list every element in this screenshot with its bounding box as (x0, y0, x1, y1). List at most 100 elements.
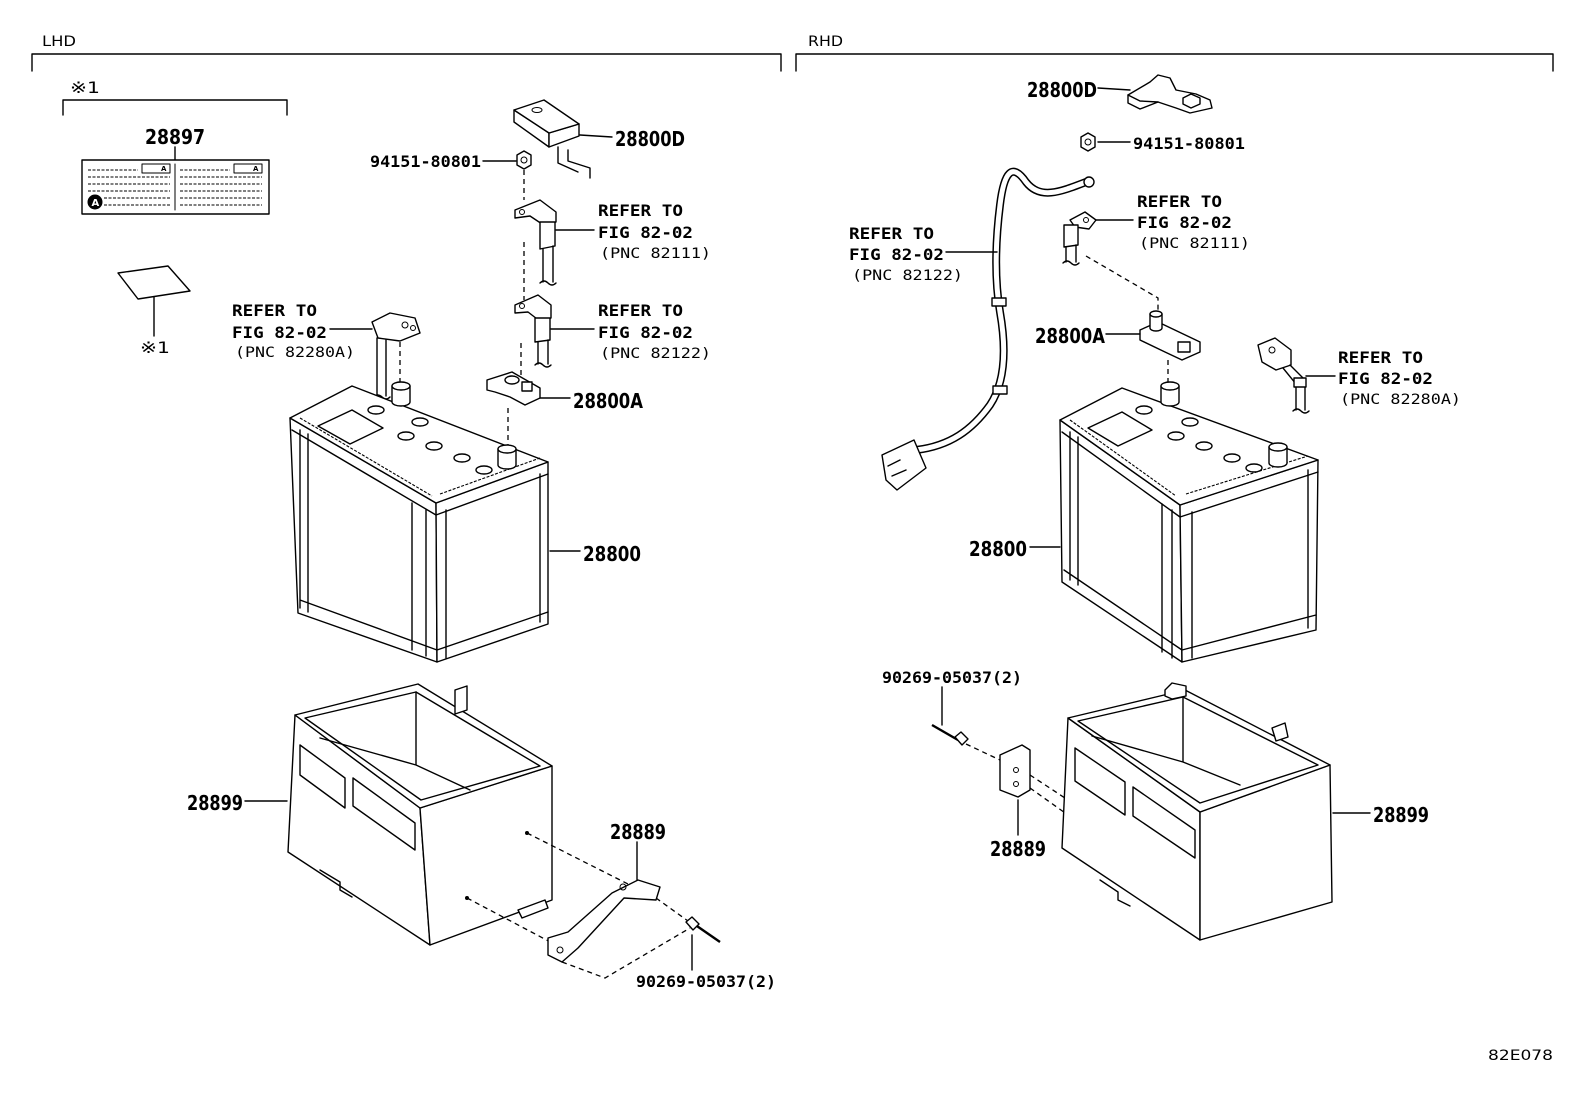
cable-82280a-plug-hole-1 (401, 321, 409, 329)
ref-82280a-line2: FIG 82-02 (232, 323, 327, 342)
cable-82280a-wire (373, 337, 391, 400)
rhd-bracket (795, 53, 1554, 72)
cable-connector (881, 439, 927, 491)
cable-82280a-grommet (1293, 377, 1307, 388)
cable-ring-terminal (1083, 176, 1095, 188)
clamp-hole-2 (1013, 781, 1019, 787)
lhd-bracket (31, 53, 782, 72)
terminal-cover-28800d-lhd: 28800D (513, 99, 685, 179)
tray-hook (517, 899, 549, 919)
ref-82280a-line3: (PNC 82280A) (1340, 392, 1461, 408)
figure-code: 82E078 (1488, 1048, 1553, 1064)
terminal-cover-hole (531, 107, 543, 113)
hold-down-clamp-28889-rhd: 28889 (965, 743, 1069, 861)
battery-cell-cap-2 (1181, 417, 1199, 427)
nut-94151-80801-rhd: 94151-80801 (1080, 132, 1245, 153)
small-label-sticker (117, 265, 191, 300)
caution-label-part-number: 28897 (145, 125, 205, 149)
cable-82280a-wire (1282, 364, 1310, 414)
cable-connector-ribs (887, 459, 907, 477)
cable-82280a-plug-hole-2 (410, 325, 416, 331)
small-label-marker: ※1 (140, 338, 170, 357)
tray-window-2 (1132, 786, 1196, 859)
cable-82122-lhd: REFER TO FIG 82-02 (PNC 82122) (514, 294, 711, 368)
cable-82111-rhd: REFER TO FIG 82-02 (PNC 82111) (1062, 192, 1250, 316)
battery-tray-28899-rhd: 28899 (1061, 682, 1429, 941)
nut-bore (1084, 138, 1092, 146)
terminal-clamp-bolt (1177, 341, 1191, 353)
terminal-clamp-stud-top (1149, 310, 1163, 318)
battery-cell-cap-5 (1223, 453, 1241, 463)
terminal-cover-part-number: 28800D (615, 127, 685, 151)
clamp-body (547, 879, 661, 963)
battery-post-2 (1268, 446, 1288, 468)
cable-82280a-plug-hole (1268, 346, 1276, 354)
battery-28800-rhd: 28800 (969, 381, 1319, 663)
ref-82122-line1: REFER TO (598, 301, 683, 320)
ref-82111-line2: FIG 82-02 (1137, 213, 1232, 232)
terminal-clamp-28800a-lhd: 28800A (486, 371, 643, 413)
tray-part-number: 28899 (187, 791, 243, 815)
caution-label-box-right (233, 163, 263, 174)
lhd-title: LHD (42, 34, 76, 50)
tray-window-1 (299, 744, 346, 809)
clamp-part-number: 28889 (990, 837, 1046, 861)
terminal-cover-top (513, 99, 580, 134)
battery-cell-cap-6 (475, 465, 493, 475)
ref-82122-line1: REFER TO (849, 224, 934, 243)
cable-82122-wire (534, 339, 552, 368)
battery-cell-cap-1 (1135, 405, 1153, 415)
battery-case-ribs (299, 429, 549, 659)
cable-82111-wire (539, 245, 557, 286)
note-group-bracket (62, 99, 288, 116)
ref-82122-line3: (PNC 82122) (600, 346, 711, 362)
cable-82111-wire (1062, 244, 1080, 266)
clamp-hole-1 (619, 883, 627, 891)
cable-82280a-plug (1257, 337, 1292, 371)
clamp-assembly-lines (965, 743, 1069, 816)
bolt-head (685, 916, 700, 931)
terminal-clamp-stud (1149, 313, 1163, 332)
cable-82122-barrel (534, 317, 551, 343)
tray-inner-rim (304, 691, 541, 801)
bolt-shank (693, 923, 721, 943)
ref-82122-line2: FIG 82-02 (598, 323, 693, 342)
ref-82280a-line1: REFER TO (232, 301, 317, 320)
tray-tab (454, 685, 468, 715)
battery-post-1-top (1160, 381, 1180, 391)
hold-down-clamp-28889-lhd: 28889 (466, 820, 691, 979)
clamp-assembly-lines (466, 832, 691, 979)
terminal-clamp-part-number: 28800A (573, 389, 643, 413)
cable-82122-lug-hole (519, 303, 525, 309)
terminal-cover-leader (579, 134, 613, 138)
clamp-hole-2 (556, 946, 564, 954)
clamp-body (999, 744, 1031, 798)
bolt-90269-rhd: 90269-05037(2) (882, 668, 1022, 746)
ref-82111-line2: FIG 82-02 (598, 223, 693, 242)
terminal-clamp-bolt (521, 381, 533, 392)
lhd-section: LHD ※1 28897 A A A ※1 (31, 34, 782, 991)
tray-window-2 (352, 777, 416, 851)
rhd-section: RHD 28800D 94151-80801 REFER (795, 34, 1554, 941)
tray-inner-walls (1091, 696, 1241, 786)
battery-cell-cap-1 (367, 405, 385, 415)
ref-82280a-line1: REFER TO (1338, 348, 1423, 367)
ref-82122-line3: (PNC 82122) (852, 268, 963, 284)
battery-post-2 (497, 448, 517, 470)
battery-part-number: 28800 (583, 542, 641, 566)
tray-part-number: 28899 (1373, 803, 1429, 827)
bolt-shank (931, 723, 959, 742)
battery-post-1 (1160, 385, 1180, 407)
clamp-hole-1 (1013, 767, 1019, 773)
nut-part-number: 94151-80801 (370, 152, 481, 171)
ref-82280a-line3: (PNC 82280A) (235, 345, 355, 361)
cable-82280a-lhd: REFER TO FIG 82-02 (PNC 82280A) (232, 301, 421, 400)
cable-clip-1 (991, 297, 1007, 307)
battery-cell-cap-6 (1245, 463, 1263, 473)
terminal-cover-bolt (1182, 93, 1201, 109)
nut-bore (520, 156, 528, 164)
cable-82111-barrel (1063, 224, 1079, 248)
ref-82111-line1: REFER TO (598, 201, 683, 220)
cable-82280a-plug (371, 312, 421, 342)
